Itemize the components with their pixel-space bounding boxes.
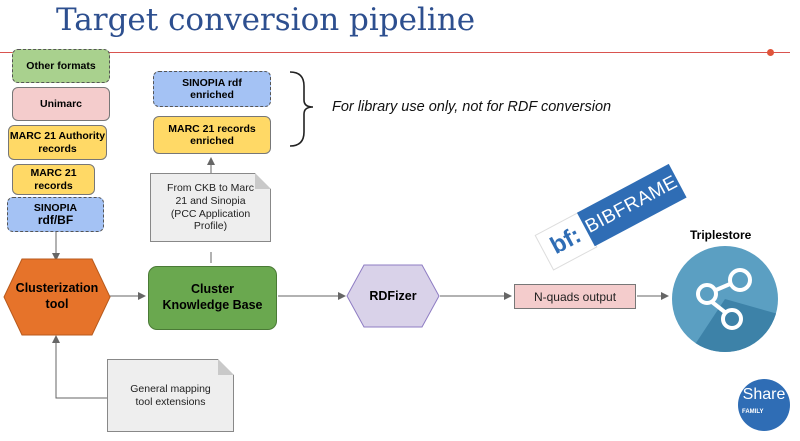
rdfizer-label: RDFizer <box>369 289 417 303</box>
marc21-records-label-line2: records <box>34 179 73 192</box>
sinopia-label-line2: rdf/BF <box>37 212 74 227</box>
right-curly-brace <box>289 71 314 147</box>
sinopia-label-line1: SINOPIA <box>33 201 78 214</box>
title-underline-dot <box>767 49 774 56</box>
sinopia-enriched-label-line2: enriched <box>190 89 234 101</box>
ckb-note-line3: (PCC Application <box>170 207 251 220</box>
share-family-logo: Share FAMILY <box>738 379 790 431</box>
cluster-kb-label-line1: Cluster <box>190 282 235 297</box>
clusterization-hexagon <box>3 258 111 336</box>
marc21-enriched-label-line1: MARC 21 records <box>168 122 256 135</box>
share-logo-family: FAMILY <box>742 409 764 415</box>
cluster-knowledge-base-box: Cluster Knowledge Base <box>148 266 277 330</box>
marc21-records-label-line1: MARC 21 <box>30 167 77 180</box>
graph-node-icon <box>696 268 752 330</box>
slide-title: Target conversion pipeline <box>56 2 476 38</box>
unimarc-box: Unimarc <box>12 87 110 121</box>
clusterization-label-line2: tool <box>45 297 69 311</box>
triplestore-label: Triplestore <box>690 228 752 242</box>
sinopia-enriched-box: SINOPIA rdf enriched <box>153 71 271 107</box>
share-logo-word: Share <box>742 386 786 403</box>
marc21-authority-label-line1: MARC 21 Authority <box>9 130 106 143</box>
clusterization-label-line1: Clusterization <box>15 281 99 296</box>
cluster-kb-label-line2: Knowledge Base <box>162 298 263 312</box>
marc21-enriched-box: MARC 21 records enriched <box>153 116 271 154</box>
arrow-mapping-to-clusterization <box>52 335 107 399</box>
ckb-note-line2: 21 and Sinopia <box>175 194 246 207</box>
marc21-authority-box: MARC 21 Authority records <box>8 125 107 160</box>
clusterization-label: Clusterization tool <box>2 258 112 336</box>
triplestore-icon <box>672 246 778 352</box>
mapping-note-line1: General mapping <box>130 382 211 395</box>
ckb-to-marc-note: From CKB to Marc 21 and Sinopia (PCC App… <box>150 173 271 242</box>
nquads-output-box: N-quads output <box>514 284 636 309</box>
sinopia-rdf-bf-box: SINOPIA rdf/BF <box>7 197 104 232</box>
rdfizer-hexagon <box>346 264 440 328</box>
marc21-records-box: MARC 21 records <box>12 164 95 195</box>
marc21-authority-label-line2: records <box>38 142 77 155</box>
ckb-note-line4: Profile) <box>193 220 228 233</box>
ckb-note-line1: From CKB to Marc <box>167 182 254 195</box>
library-use-comment: For library use only, not for RDF conver… <box>332 99 612 115</box>
mapping-note-line2: tool extensions <box>135 395 206 408</box>
other-formats-box: Other formats <box>12 49 110 83</box>
general-mapping-note: General mapping tool extensions <box>107 359 234 432</box>
marc21-enriched-label-line2: enriched <box>190 135 234 147</box>
bibframe-wordmark: BIBFRAME <box>576 163 687 247</box>
sinopia-enriched-label-line1: SINOPIA rdf <box>182 76 242 89</box>
other-formats-label: Other formats <box>26 59 96 72</box>
title-underline <box>0 52 790 53</box>
unimarc-label: Unimarc <box>39 97 82 110</box>
